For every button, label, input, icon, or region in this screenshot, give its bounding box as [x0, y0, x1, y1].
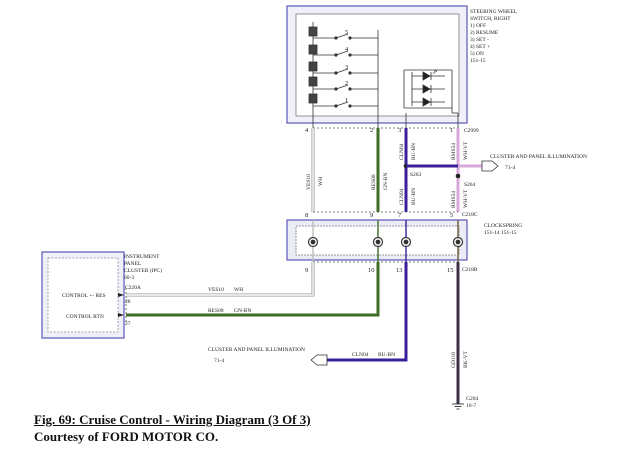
connector-c220a: C220A: [125, 285, 141, 291]
cs-top-pin-9: 9: [370, 212, 373, 219]
cluster-illum-ref-bottom: 71-4: [214, 358, 224, 364]
svg-text:60-3: 60-3: [124, 275, 134, 281]
ground-ref: 10-7: [466, 403, 476, 409]
wire-color-cln04-a: BU-BN: [411, 143, 417, 160]
wire-color-ves10-lower: WH: [234, 287, 243, 293]
svg-text:151-15: 151-15: [470, 58, 486, 64]
switch-number-2: 2: [345, 80, 348, 87]
cluster-illum-label-bottom: CLUSTER AND PANEL ILLUMINATION: [208, 347, 305, 353]
switch-box-label: STEERING WHEEL SWITCH, RIGHT 1) OFF 2) R…: [470, 9, 518, 64]
svg-text:1) OFF: 1) OFF: [470, 22, 486, 29]
cs-bot-pin-9: 9: [305, 267, 308, 274]
cs-bot-pin-15: 15: [447, 267, 454, 274]
wire-label-cln04-b: CLN04: [399, 188, 405, 205]
wire-cln04-lower: [325, 262, 408, 362]
connector-c218c: C218C: [462, 212, 478, 218]
figure-caption: Fig. 69: Cruise Control - Wiring Diagram…: [34, 412, 311, 427]
wire-res08-lower: [126, 262, 380, 317]
switch-number-5: 5: [345, 29, 348, 36]
svg-text:CLUSTER (IPC): CLUSTER (IPC): [124, 267, 162, 274]
wire-label-gd116: GD116: [451, 352, 457, 368]
cs-top-pin-8: 8: [305, 212, 308, 219]
wire-label-ves10-upper: VES10: [306, 174, 312, 190]
cluster-illum-ref-top: 71-4: [505, 165, 515, 171]
wire-label-res08-lower: RES08: [208, 308, 224, 314]
wire-label-res08-upper: RES08: [371, 174, 377, 190]
switch-inner-box: [295, 13, 460, 117]
cs-bot-pin-10: 10: [368, 267, 375, 274]
splice-s264: [455, 173, 461, 179]
splice-s264-label: S264: [464, 182, 476, 188]
cs-top-pin-7: 7: [398, 212, 402, 219]
ipc-pin-28: 28: [125, 299, 131, 305]
svg-text:5) ON: 5) ON: [470, 50, 484, 57]
wire-color-rms54-b: WH-VT: [463, 189, 469, 208]
pin-label-1: 1: [450, 127, 453, 134]
svg-text:4) SET +: 4) SET +: [470, 43, 490, 50]
cluster-illum-label-top: CLUSTER AND PANEL ILLUMINATION: [490, 154, 587, 160]
clockspring-ref: 151-14 151-15: [484, 230, 517, 236]
clockspring-label: CLOCKSPRING: [484, 223, 522, 229]
resistor-ladder: [308, 22, 379, 128]
led-symbol: ⇗: [432, 69, 437, 76]
svg-text:SWITCH, RIGHT: SWITCH, RIGHT: [470, 16, 511, 22]
wire-label-ves10-lower: VES10: [208, 287, 224, 293]
switch-number-4: 4: [345, 46, 349, 53]
ground-symbol: [452, 403, 464, 410]
pin-label-3: 3: [398, 127, 401, 134]
cluster-illum-connector-bottom: [310, 354, 328, 366]
connector-c2999: C2999: [464, 128, 479, 134]
wire-color-ves10-upper: WH: [318, 177, 324, 186]
svg-text:PANEL: PANEL: [124, 261, 142, 267]
cluster-illum-connector-top: [481, 160, 499, 172]
pin-label-2: 2: [370, 127, 373, 134]
clockspring-rings: [307, 236, 464, 248]
ground-label: G204: [466, 396, 478, 402]
wire-color-cln04-b: BU-BN: [411, 188, 417, 205]
ipc-pin-27: 27: [125, 321, 131, 327]
wire-color-cln04-lower: BU-BN: [378, 352, 395, 358]
splice-s263-label: S263: [410, 172, 422, 178]
wire-color-rms54-a: WH-VT: [463, 141, 469, 160]
pin-label-4: 4: [305, 127, 309, 134]
cs-top-pin-5: 5: [450, 212, 453, 219]
ipc-pin-label-rtn: CONTROL RTN: [66, 314, 104, 320]
connector-c218b: C218B: [462, 267, 478, 273]
ipc-terminal-rtn: [118, 313, 124, 317]
svg-text:STEERING WHEEL: STEERING WHEEL: [470, 9, 518, 15]
led-backlight-group: [403, 69, 459, 128]
wire-label-cln04-lower: CLN04: [352, 352, 369, 358]
ipc-terminal-res: [118, 293, 124, 297]
svg-text:INSTRUMENT: INSTRUMENT: [124, 254, 160, 260]
wire-label-rms54-b: RMS54: [451, 191, 457, 208]
svg-text:2) RESUME: 2) RESUME: [470, 29, 499, 36]
switch-number-1: 1: [345, 97, 348, 104]
cs-bot-pin-13: 13: [396, 267, 403, 274]
wire-label-rms54-a: RMS54: [451, 143, 457, 160]
wire-ves10-lower: [126, 262, 315, 297]
wire-color-res08-upper: GN-BN: [383, 173, 389, 190]
wire-color-res08-lower: GN-BN: [234, 308, 251, 314]
ipc-inner-box: [47, 257, 119, 333]
switch-number-3: 3: [345, 64, 348, 71]
wire-label-cln04-a: CLN04: [399, 143, 405, 160]
svg-text:3) SET -: 3) SET -: [470, 36, 489, 43]
figure-credit: Courtesy of FORD MOTOR CO.: [34, 429, 219, 444]
ipc-label: INSTRUMENT PANEL CLUSTER (IPC) 60-3: [124, 254, 162, 281]
ipc-pin-label-res: CONTROL +- RES: [62, 293, 106, 299]
wire-color-gd116: BK-VT: [463, 351, 469, 368]
